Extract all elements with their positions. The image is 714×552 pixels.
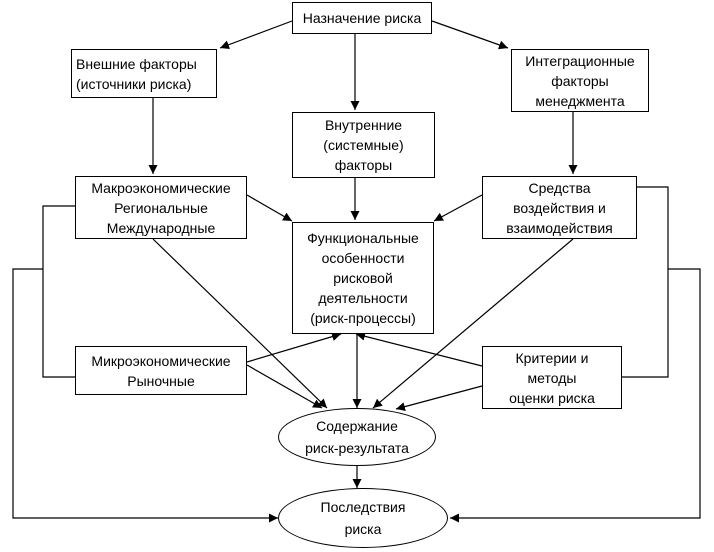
node-label-line: Последствия	[320, 499, 406, 515]
node-label-line: деятельности	[318, 290, 408, 306]
node-label-line: риск-результата	[305, 440, 409, 456]
node-label-line: Функциональные	[307, 230, 419, 246]
node-label-line: Интеграционные	[525, 52, 635, 69]
node-external-factors: Внешние факторы (источники риска)	[71, 49, 217, 98]
node-label-line: рисковой	[333, 270, 393, 286]
node-label-line: Макроэкономические	[91, 179, 231, 196]
node-microeconomic: Микроэкономические Рыночные	[75, 346, 247, 395]
node-integration-factors: Интеграционные факторы менеджмента	[511, 49, 649, 112]
node-label-line: Внешние факторы	[76, 55, 197, 72]
arrow-criteria-to-content	[395, 385, 483, 412]
node-label-line: особенности	[321, 250, 405, 266]
node-label-line: Содержание	[316, 418, 398, 434]
node-label-line: менеджмента	[535, 92, 625, 109]
arrow-criteria-to-functional	[355, 331, 483, 367]
node-label-line: методы	[527, 369, 577, 386]
arrow-right-to-consequences	[450, 268, 701, 523]
bracket-left	[42, 205, 75, 378]
node-risk-consequences: Последствия риска	[278, 488, 448, 548]
node-label-line: Средства	[528, 179, 591, 196]
node-risk-result-content: Содержание риск-результата	[278, 408, 436, 466]
node-means-of-influence: Средства воздействия и взаимодействия	[482, 176, 637, 239]
node-label-line: факторы	[334, 157, 393, 173]
node-label-line: (источники риска)	[76, 75, 192, 92]
node-label-line: риска	[344, 521, 382, 537]
node-macroeconomic: Макроэкономические Региональные Междунар…	[75, 176, 247, 239]
node-label-line: взаимодействия	[506, 219, 613, 236]
node-label-line: Региональные	[114, 199, 208, 216]
node-label-line: факторы	[551, 72, 609, 89]
node-label-line: оценки риска	[509, 389, 595, 406]
node-internal-factors: Внутренние (системные) факторы	[292, 112, 435, 178]
node-label-line: Внутренние	[324, 117, 403, 133]
node-label-line: воздействия и	[513, 199, 606, 216]
arrow-macro-to-functional	[246, 194, 293, 222]
node-label-line: Критерии и	[515, 349, 589, 366]
bracket-right	[622, 186, 669, 378]
arrow-purpose-to-integration	[431, 20, 509, 50]
node-label-line: Международные	[106, 219, 216, 236]
node-label-line: Назначение риска	[302, 10, 422, 26]
arrow-micro-to-content	[246, 364, 323, 409]
arrow-macro-to-content	[152, 238, 328, 409]
node-risk-purpose: Назначение риска	[292, 2, 432, 34]
node-label-line: (риск-процессы)	[310, 310, 416, 326]
node-label-line: Рыночные	[127, 372, 195, 389]
node-label-line: Микроэкономические	[91, 352, 231, 369]
arrow-means-to-content	[372, 238, 574, 409]
arrow-left-to-consequences	[12, 268, 278, 523]
arrow-micro-to-functional	[246, 332, 342, 363]
node-functional-features: Функциональные особенности рисковой деят…	[292, 222, 434, 334]
arrow-means-to-functional	[433, 194, 483, 222]
node-criteria-methods: Критерии и методы оценки риска	[482, 346, 622, 409]
node-label-line: (системные)	[323, 137, 404, 153]
arrow-purpose-to-external	[219, 20, 293, 50]
